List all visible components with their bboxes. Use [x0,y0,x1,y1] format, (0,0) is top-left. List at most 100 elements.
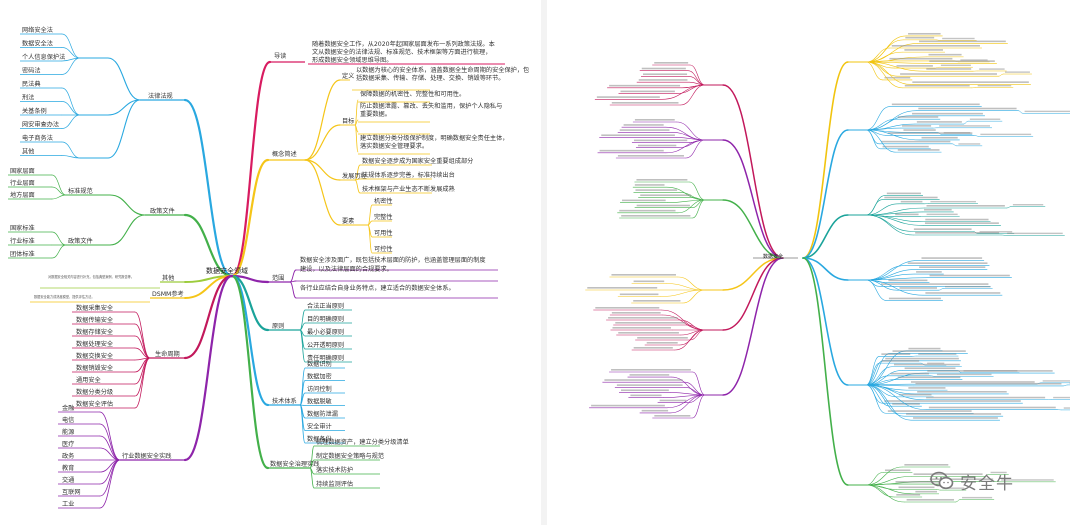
right-node-text [897,65,933,67]
right-node-text [908,33,941,35]
branch-line [108,100,140,158]
branch-intro [232,62,270,276]
technology-item: 数据防泄漏 [307,410,338,418]
branch-line [52,175,66,195]
right-node-text [898,377,961,379]
right-node-text [881,283,988,285]
right-node-text [885,358,959,360]
industry-item: 能源 [62,428,74,436]
branch-line [936,40,940,41]
right-node-text [895,214,918,216]
right-node-text [660,400,687,402]
scope-text: 各行业应结合自身业务特点，建立适合的数据安全体系。 [300,284,455,292]
right-node-text [913,417,998,419]
branch-line [305,80,340,160]
branch-line [866,200,882,215]
law-item: 网安审查办法 [22,121,59,129]
law-item: 电子商务法 [22,134,53,142]
right-node-text [587,287,657,289]
practice-label: 数据安全治理实践 [270,460,320,468]
right-node-text [647,342,678,344]
scope-text: 数据安全涉及面广，既包括技术层面的防护，也涵盖管理层面的制度 [300,256,486,264]
right-node-text [618,155,684,157]
practice-item: 持续监测评估 [316,480,353,488]
right-node-text [1013,204,1043,205]
right-node-text [615,322,685,324]
principle-item: 最小必要原则 [307,328,344,336]
right-node-text [924,209,952,211]
right-node-text [608,317,677,319]
right-node-text [894,364,960,366]
right-node-text [597,96,660,98]
branch-line [52,232,66,245]
industry-label: 行业数据安全实践 [122,452,172,460]
technology-label: 技术体系 [272,397,297,405]
right-node-text [915,232,999,234]
right-left-branch [723,258,783,395]
right-node-text [624,124,664,126]
right-node-text [925,219,988,221]
wechat-icon [930,471,954,491]
right-left-branch [723,140,783,258]
right-node-text [912,81,1029,83]
right-node-text [654,62,688,64]
panel-divider [541,0,547,525]
right-node-text [928,54,961,56]
branch-line [685,382,705,395]
branch-line [355,100,358,125]
right-node-text [888,410,972,412]
std-item: 团体标准 [10,250,35,258]
right-node-text [903,129,935,131]
right-node-text [639,79,688,81]
law-item: 网络安全法 [22,26,53,34]
right-node-text [889,298,941,300]
branch-line [935,67,939,68]
right-node-text [978,85,1012,86]
right-node-text [958,143,980,144]
industry-item: 工业 [62,500,74,508]
lifecycle-item: 数据处理安全 [76,340,114,348]
industry-item: 互联网 [62,488,81,496]
branch-line [355,180,360,193]
right-node-text [885,469,910,471]
right-node-text [907,499,954,501]
industry-item: 电信 [62,416,74,424]
right-node-text [888,280,927,282]
law-item: 刑法 [22,94,34,102]
laws-label: 法律法规 [148,92,173,100]
branch-line [368,205,372,225]
goals-text: 建立数据分类分级保护制度，明确数据安全责任主体， [360,134,509,142]
scope-label: 范围 [272,274,284,282]
branch-line [660,290,705,297]
practice-item: 梳理数据资产，建立分类分级清单 [316,438,409,446]
right-node-text [637,337,688,339]
branch-line [290,270,296,282]
right-node-text [905,37,934,39]
right-node-text [642,410,668,412]
law-item: 关基条例 [22,107,47,115]
goals-text: 重要数据。 [360,110,391,118]
principle-label: 原则 [272,322,284,330]
right-node-text [881,353,910,355]
element-item: 可控性 [374,245,393,253]
branch-line [110,195,145,215]
branch-line [682,290,705,303]
technology-item: 访问控制 [307,385,332,393]
branch-line [62,156,80,159]
right-branch-lines [585,33,1070,502]
branch-line [108,58,140,100]
right-branch [803,258,848,485]
scope-text: 建设，以及法律层面的合规要求。 [300,265,393,273]
branch-line [866,385,886,413]
gov-sublabel: 政策文件 [68,237,93,245]
right-node-text [611,274,676,276]
right-node-text [891,373,929,375]
right-node-text [904,49,943,51]
right-node-text [904,464,948,466]
gov-item: 地方层面 [10,191,35,199]
right-node-text [630,374,670,376]
intro-text-line: 形成数据安全领域思维导图。 [312,56,392,64]
right-left-branch [723,85,783,258]
branch-line [110,215,145,245]
industry-item: 医疗 [62,440,74,448]
